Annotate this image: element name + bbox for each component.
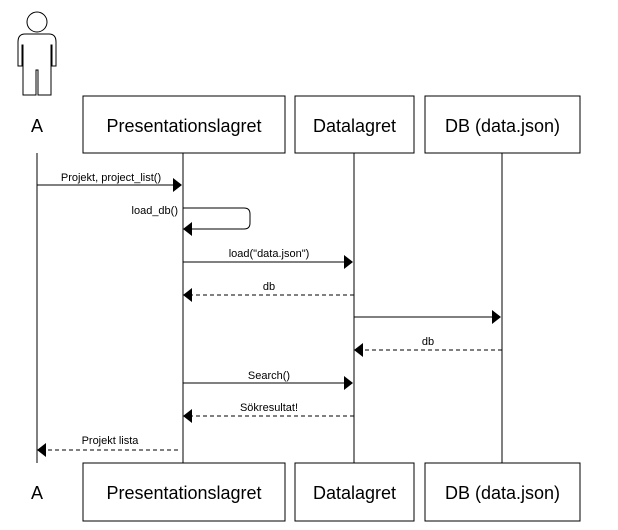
message-label: Projekt, project_list()	[61, 172, 161, 184]
message-read-db	[354, 310, 501, 324]
message-project-list-return: Projekt lista	[37, 435, 178, 457]
message-label: Search()	[248, 370, 290, 382]
actor-label-top: A	[31, 116, 43, 136]
message-label: db	[422, 336, 434, 348]
message-label: db	[263, 281, 275, 293]
message-load-data-json: load("data.json")	[183, 248, 353, 269]
actor-label-bottom: A	[31, 483, 43, 503]
participant-label: Datalagret	[313, 483, 396, 503]
participant-data-bottom: Datalagret	[294, 462, 415, 522]
message-load-db: load_db()	[132, 205, 251, 236]
message-db-return-1: db	[183, 281, 354, 302]
person-icon	[17, 11, 57, 96]
participant-db-bottom: DB (data.json)	[424, 462, 581, 522]
message-label: load("data.json")	[229, 248, 310, 260]
participant-data-top: Datalagret	[294, 95, 415, 154]
message-label: Sökresultat!	[240, 402, 298, 414]
participant-label: Datalagret	[313, 116, 396, 136]
message-project-list: Projekt, project_list()	[37, 172, 182, 192]
message-label: Projekt lista	[82, 435, 140, 447]
participant-label: DB (data.json)	[445, 483, 560, 503]
participant-label: Presentationslagret	[106, 483, 261, 503]
participant-db-top: DB (data.json)	[424, 95, 581, 154]
message-label: load_db()	[132, 205, 178, 217]
participant-label: DB (data.json)	[445, 116, 560, 136]
message-search-result: Sökresultat!	[183, 402, 354, 423]
participant-presentation-top: Presentationslagret	[82, 95, 286, 154]
participant-label: Presentationslagret	[106, 116, 261, 136]
message-db-return-2: db	[354, 336, 502, 357]
participant-presentation-bottom: Presentationslagret	[82, 462, 286, 522]
message-search: Search()	[183, 370, 353, 390]
